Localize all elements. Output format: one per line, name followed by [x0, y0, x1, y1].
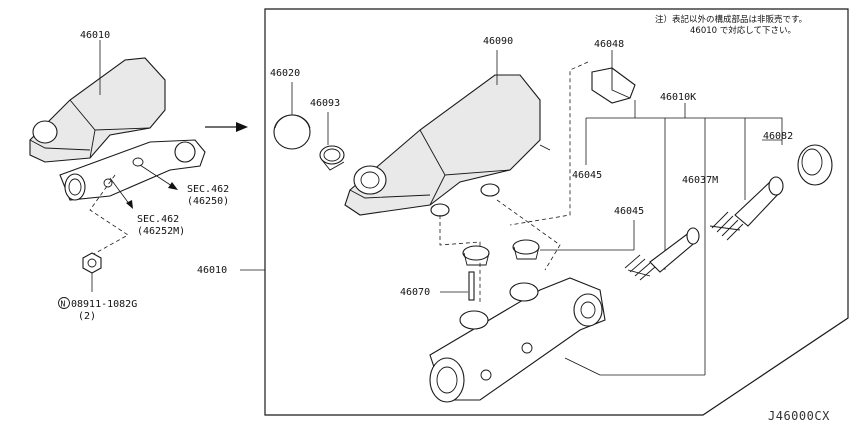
spring-primary — [624, 254, 656, 281]
main-frame — [264, 8, 849, 416]
grommet-46045-b — [512, 239, 540, 260]
strainer-46093 — [319, 112, 345, 171]
label-46010-side: 46010 — [197, 265, 227, 276]
label-46045-a: 46045 — [572, 170, 602, 181]
label-nut-part: 08911-1082G — [71, 299, 137, 310]
seal-ring-46082 — [797, 144, 833, 186]
reservoir-tank-46090 — [344, 50, 551, 217]
switch-46048 — [509, 50, 636, 226]
master-cylinder-body — [429, 277, 705, 403]
label-46020: 46020 — [270, 68, 300, 79]
reservoir-cap-46020 — [273, 82, 311, 150]
arrow-to-detail — [205, 122, 248, 132]
grommet-46045-a — [462, 245, 490, 266]
piston-primary — [649, 227, 700, 273]
label-46010-top: 46010 — [80, 30, 110, 41]
n-symbol-circle — [58, 297, 70, 309]
spring-secondary — [709, 211, 744, 241]
label-46010K: 46010K — [660, 92, 696, 103]
label-nut-qty: (2) — [78, 311, 96, 322]
kit-46010K-bracket — [540, 100, 783, 375]
piston-secondary — [734, 176, 784, 227]
label-46048: 46048 — [594, 39, 624, 50]
label-sec-462-a: SEC.462 — [187, 184, 229, 195]
note-line-2: 46010 で対応して下さい。 — [690, 25, 796, 36]
label-sec-46250: (46250) — [187, 196, 229, 207]
label-46037M: 46037M — [682, 175, 718, 186]
drawing-code: J46000CX — [768, 409, 830, 423]
pin-46070 — [440, 271, 475, 301]
dash-leader-a — [439, 215, 481, 305]
label-sec-46252M: (46252M) — [137, 226, 185, 237]
label-46082: 46082 — [763, 131, 793, 142]
dash-leader-b — [496, 199, 561, 271]
n-symbol: N — [61, 300, 66, 309]
overview-assembly — [29, 40, 206, 292]
label-46093: 46093 — [310, 98, 340, 109]
label-sec-462-b: SEC.462 — [137, 214, 179, 225]
label-46045-b: 46045 — [614, 206, 644, 217]
label-46070: 46070 — [400, 287, 430, 298]
note-line-1: 注）表記以外の構成部品は非販売です。 — [655, 14, 807, 25]
label-46090: 46090 — [483, 36, 513, 47]
